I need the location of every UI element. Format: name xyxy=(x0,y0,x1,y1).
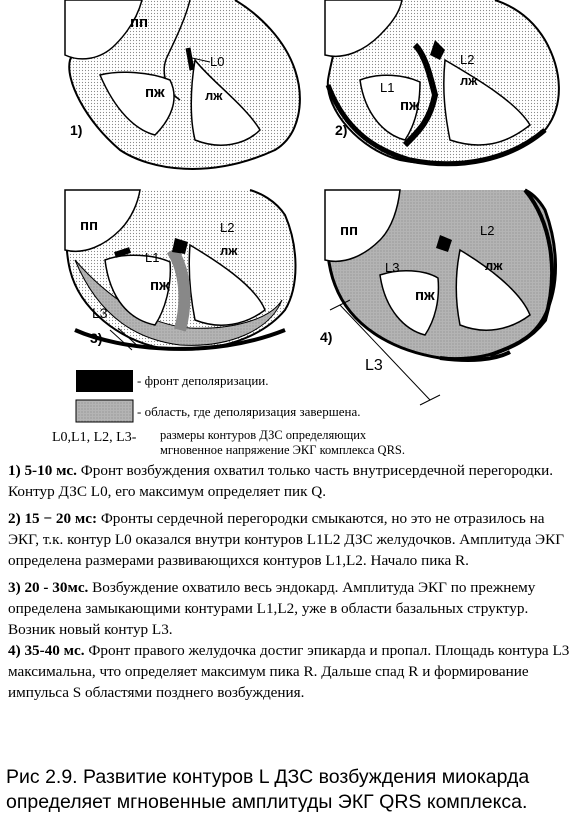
panel-3-atrium-label: пп xyxy=(80,217,98,234)
panel-4-rv-label: пж xyxy=(415,287,435,304)
note-3-head: 3) 20 - 30мс. xyxy=(8,579,89,596)
note-3: 3) 20 - 30мс. Возбуждение охватило весь … xyxy=(8,577,570,640)
panel-1-lv-label: лж xyxy=(205,88,223,103)
panel-2-number: 2) xyxy=(335,122,347,138)
legend-done-swatch xyxy=(75,399,134,423)
panel-2-rv-label: пж xyxy=(400,97,420,114)
note-1-text: Фронт возбуждения охватил только часть в… xyxy=(8,462,554,500)
panel-4-contour-l2: L2 xyxy=(480,223,494,238)
panel-1-number: 1) xyxy=(70,122,82,138)
note-2: 2) 15 − 20 мс: Фронты сердечной перегоро… xyxy=(8,508,570,571)
panel-4-atrium-label: пп xyxy=(340,222,358,239)
panel-4-contour-l1: L3 xyxy=(385,260,399,275)
panel-3-contour-l2: L2 xyxy=(220,220,234,235)
panel-2-contour-l2: L2 xyxy=(460,52,474,67)
panel-4-contour-l3: L3 xyxy=(365,357,383,374)
panel-3: L2 L1 пп пж лж L3 3) xyxy=(64,189,297,351)
panel-2-contour-l1: L1 xyxy=(380,80,394,95)
panel-2: L1 L2 пж лж 2) xyxy=(324,0,560,167)
legend-front-swatch xyxy=(76,370,133,392)
note-1-head: 1) 5-10 мс. xyxy=(8,462,77,479)
note-2-head: 2) 15 − 20 мс: xyxy=(8,510,98,527)
panel-1-contour-l0: L0 xyxy=(210,54,224,69)
panel-3-lv-label: лж xyxy=(220,243,238,258)
panel-4-lv-label: лж xyxy=(485,258,503,273)
note-4-text: Фронт правого желудочка достиг эпикарда … xyxy=(8,642,570,701)
panel-3-contour-l3: L3 xyxy=(92,305,108,321)
note-3-text: Возбуждение охватило весь эндокард. Ампл… xyxy=(8,579,536,638)
panel-1-rv-label: пж xyxy=(145,84,165,101)
panel-3-contour-l1: L1 xyxy=(145,250,159,265)
panel-3-rv-label: пж xyxy=(150,277,170,294)
notes-block: 1) 5-10 мс. Фронт возбуждения охватил то… xyxy=(8,460,570,703)
panel-1: пп пж лж L0 1) xyxy=(64,0,301,170)
legend-front-label: - фронт деполяризации. xyxy=(137,373,269,388)
legend-contours-desc-2: мгновенное напряжение ЭКГ комплекса QRS. xyxy=(160,443,405,457)
note-4-head: 4) 35-40 мс. xyxy=(8,642,85,659)
heart-contours-figure: пп пж лж L0 1) L1 L2 пж лж 2) L2 L1 пп п… xyxy=(64,0,560,423)
note-1: 1) 5-10 мс. Фронт возбуждения охватил то… xyxy=(8,460,570,502)
panel-4-number: 4) xyxy=(320,329,332,345)
panel-1-atrium-label: пп xyxy=(130,14,148,31)
panel-4: пп пж лж L2 L3 L3 4) xyxy=(320,188,557,406)
legend-done-label: - область, где деполяризация завершена. xyxy=(137,404,361,419)
panel-3-number: 3) xyxy=(90,330,102,346)
note-2-text: Фронты сердечной перегородки смыкаются, … xyxy=(8,510,564,569)
legend-contours-symbols: L0,L1, L2, L3- xyxy=(52,430,137,445)
panel-2-lv-label: лж xyxy=(460,73,478,88)
note-4: 4) 35-40 мс. Фронт правого желудочка дос… xyxy=(8,640,570,703)
figure-caption: Рис 2.9. Развитие контуров L ДЗС возбужд… xyxy=(6,766,530,813)
legend-contours-desc-1: размеры контуров ДЗС определяющих xyxy=(160,428,367,442)
